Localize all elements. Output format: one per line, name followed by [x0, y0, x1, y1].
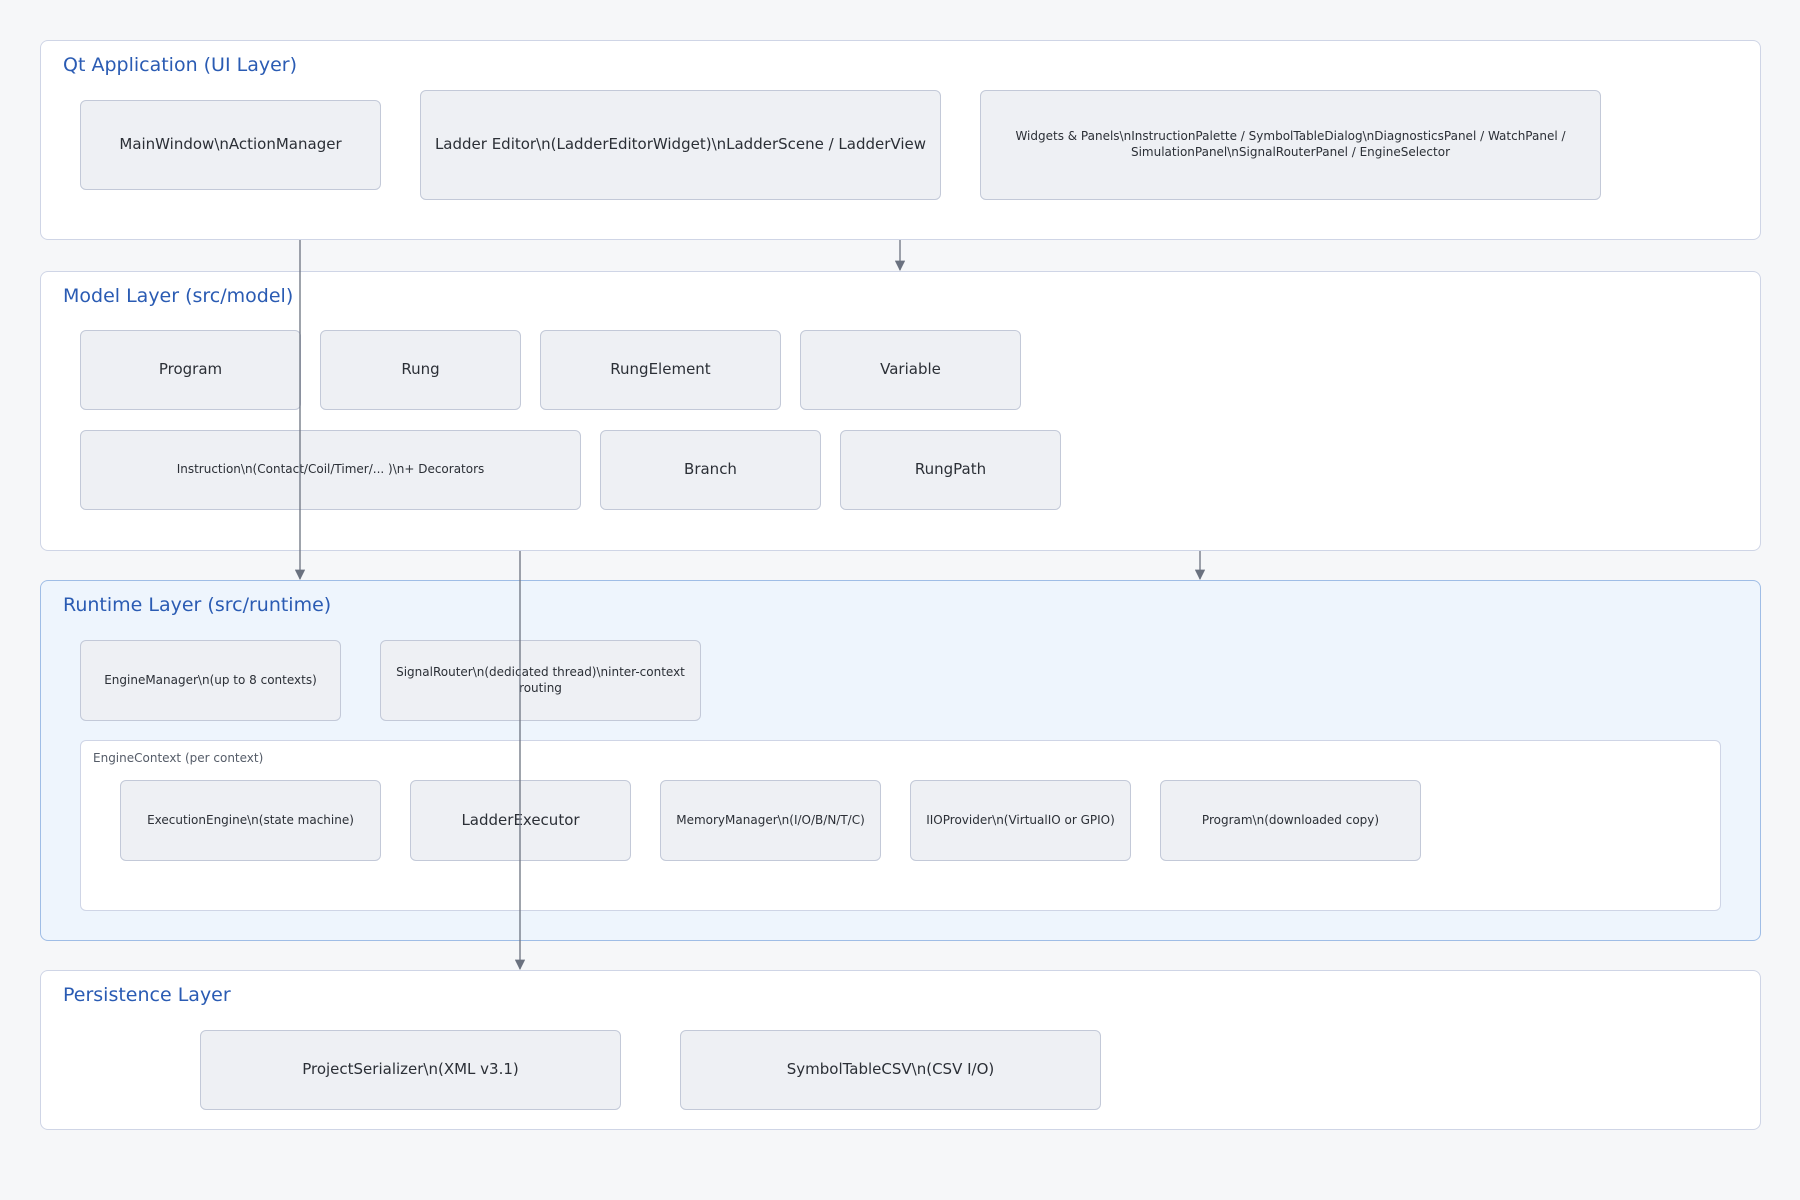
signal-router-node[interactable]: SignalRouter\n(dedicated thread)\ninter-… [380, 640, 701, 721]
ui-layer-title: Qt Application (UI Layer) [63, 54, 297, 76]
rung-path-node[interactable]: RungPath [840, 430, 1061, 510]
branch-node[interactable]: Branch [600, 430, 821, 510]
instruction-node[interactable]: Instruction\n(Contact/Coil/Timer/... )\n… [80, 430, 581, 510]
rung-element-node[interactable]: RungElement [540, 330, 781, 410]
runtime-layer-title: Runtime Layer (src/runtime) [63, 594, 332, 616]
memory-manager-node[interactable]: MemoryManager\n(I/O/B/N/T/C) [660, 780, 881, 861]
program-copy-node[interactable]: Program\n(downloaded copy) [1160, 780, 1421, 861]
engine-context-group: EngineContext (per context) [80, 740, 1721, 911]
persistence-layer-title: Persistence Layer [63, 984, 231, 1006]
widgets-panels-node[interactable]: Widgets & Panels\nInstructionPalette / S… [980, 90, 1601, 200]
main-window-node[interactable]: MainWindow\nActionManager [80, 100, 381, 190]
program-node[interactable]: Program [80, 330, 301, 410]
ladder-editor-node[interactable]: Ladder Editor\n(LadderEditorWidget)\nLad… [420, 90, 941, 200]
variable-node[interactable]: Variable [800, 330, 1021, 410]
rung-node[interactable]: Rung [320, 330, 521, 410]
model-layer-title: Model Layer (src/model) [63, 285, 294, 307]
project-serializer-node[interactable]: ProjectSerializer\n(XML v3.1) [200, 1030, 621, 1110]
symbol-table-csv-node[interactable]: SymbolTableCSV\n(CSV I/O) [680, 1030, 1101, 1110]
engine-manager-node[interactable]: EngineManager\n(up to 8 contexts) [80, 640, 341, 721]
execution-engine-node[interactable]: ExecutionEngine\n(state machine) [120, 780, 381, 861]
engine-context-label: EngineContext (per context) [93, 751, 264, 765]
io-provider-node[interactable]: IIOProvider\n(VirtualIO or GPIO) [910, 780, 1131, 861]
ladder-executor-node[interactable]: LadderExecutor [410, 780, 631, 861]
